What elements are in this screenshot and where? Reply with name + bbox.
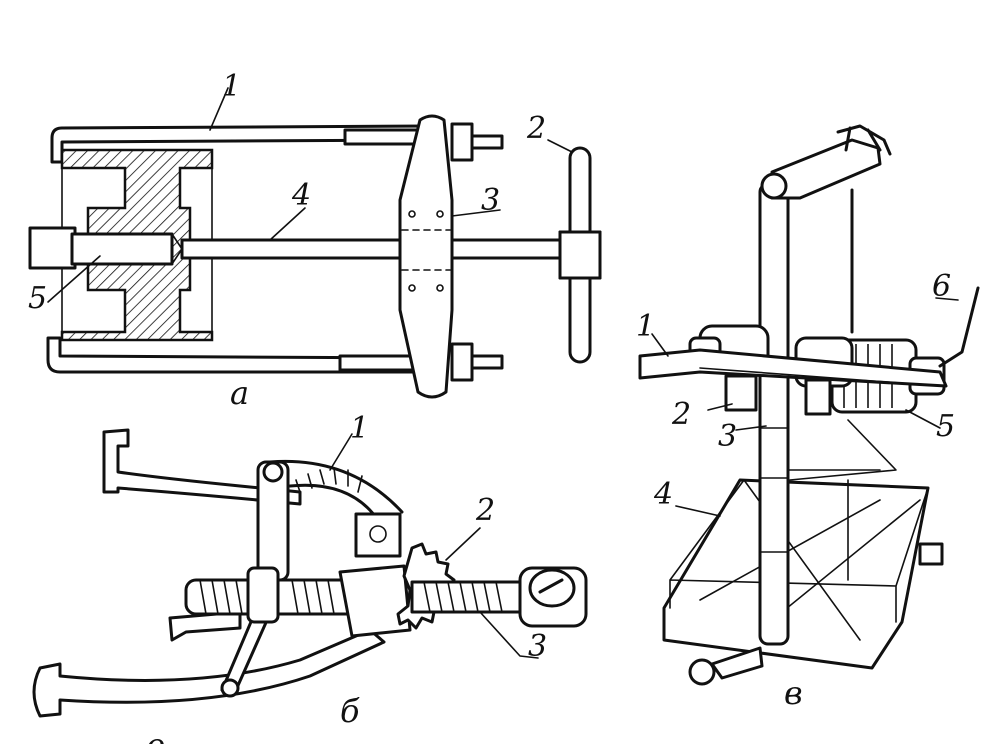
puller-body [338, 564, 412, 638]
side-bolt [246, 566, 280, 624]
label-a-3: 3 [481, 183, 500, 218]
inner-bush [70, 232, 174, 266]
caption-a: а [230, 374, 249, 412]
label-c-3: 3 [718, 419, 737, 454]
lever-6 [938, 286, 980, 368]
guide-hatch [295, 467, 363, 493]
caster-bracket [710, 646, 764, 680]
knob-face [528, 568, 576, 608]
curved-guide-1 [268, 459, 404, 522]
screw-thread-right [423, 581, 503, 613]
base-frame-4 [662, 478, 930, 670]
cross-beam-3 [398, 114, 454, 399]
top-clamp-block [354, 512, 402, 558]
clamp-block-right [804, 378, 832, 416]
clamp-hole [369, 525, 387, 543]
screw-head-block-front [558, 230, 602, 280]
leader-b-3 [479, 611, 539, 659]
caster-wheel [688, 658, 716, 686]
knob-slot [538, 578, 564, 594]
support-rails-1 [638, 348, 948, 388]
label-c-6: 6 [932, 269, 951, 304]
figure-b-puller: 1 2 3 б о [32, 411, 588, 744]
top-arm [770, 138, 882, 200]
label-c-1: 1 [636, 309, 655, 344]
top-clamp-jaws [836, 124, 892, 156]
label-c-5: 5 [936, 409, 955, 444]
leader-b-2 [445, 527, 481, 561]
side-handle [918, 542, 944, 566]
caption-b: б [340, 692, 360, 730]
upper-bolt [470, 134, 504, 150]
label-c-4: 4 [653, 477, 673, 512]
leader-1 [209, 87, 229, 131]
lower-nut [450, 342, 474, 382]
leader-c-2 [707, 403, 733, 411]
leader-3 [451, 209, 501, 217]
leader-c-4 [675, 505, 721, 517]
screw-rod-4 [180, 238, 564, 260]
upper-nut [450, 122, 474, 162]
screw-thread-left [199, 579, 335, 615]
label-a-2: 2 [526, 111, 546, 146]
figure-c-stand: 1 2 3 4 5 6 в [636, 124, 980, 712]
lower-bolt [470, 354, 504, 370]
leader-c-6 [935, 297, 959, 301]
leader-5 [47, 255, 101, 303]
figure-a-puller: 1 2 3 4 5 а [28, 69, 602, 412]
beam-hole [408, 210, 416, 218]
lower-gripping-arm [46, 336, 432, 374]
label-a-5: 5 [28, 281, 47, 316]
label-b-3: 3 [528, 629, 547, 664]
lower-pivot [220, 678, 240, 698]
label-a-4: 4 [291, 178, 311, 213]
pressed-part-5 [28, 226, 77, 270]
leader-b-1 [329, 433, 353, 471]
beam-hole [436, 210, 444, 218]
leader-c-3 [735, 425, 767, 431]
stray-mark: о [146, 726, 165, 744]
back-arm [168, 610, 242, 642]
rail-lower [699, 367, 941, 387]
label-a-1: 1 [222, 69, 241, 104]
leader-4 [269, 207, 306, 241]
vertical-column [758, 182, 790, 646]
label-b-2: 2 [475, 493, 495, 528]
beam-hole [408, 284, 416, 292]
beam-hole [436, 284, 444, 292]
upper-pivot [262, 461, 284, 483]
clamp-block-2 [724, 374, 758, 412]
label-c-2: 2 [671, 397, 691, 432]
label-b-1: 1 [350, 411, 369, 446]
leader-2 [547, 139, 573, 153]
leader-c-1 [651, 333, 669, 357]
lower-hook-arm [32, 628, 386, 718]
rear-brace [789, 419, 897, 481]
top-pivot [760, 172, 788, 200]
caption-c: в [784, 674, 803, 712]
leader-c-5 [905, 409, 941, 429]
